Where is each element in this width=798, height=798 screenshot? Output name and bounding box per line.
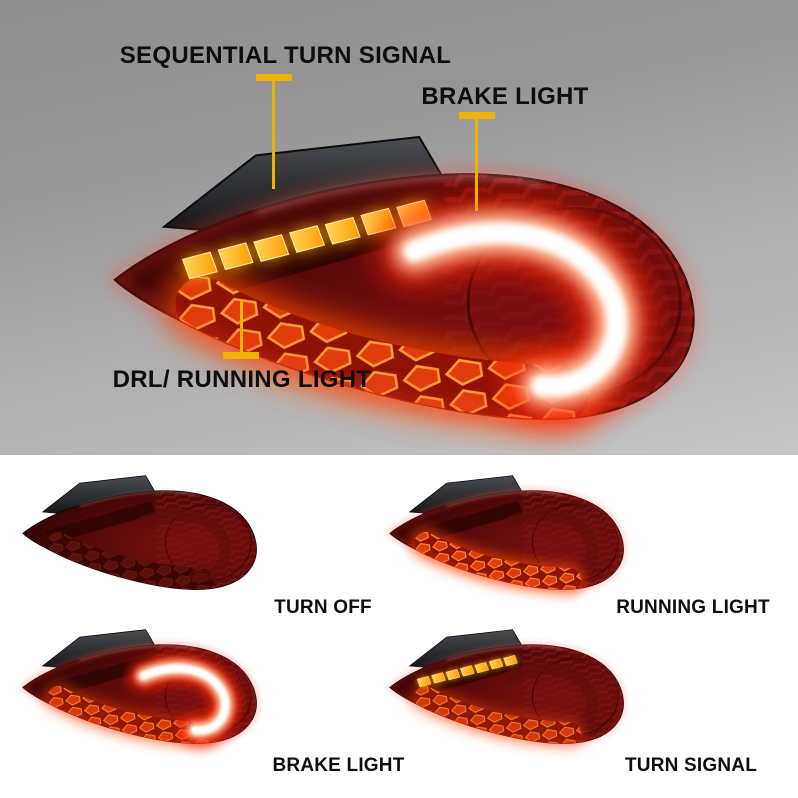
taillight-turn-signal: [385, 614, 632, 750]
callout-drl-running-light-label: DRL/ RUNNING LIGHT: [112, 366, 372, 393]
mode-label-turn-off: TURN OFF: [274, 597, 372, 618]
callout-sequential-bar: [256, 74, 292, 81]
callout-brake-bar: [459, 112, 495, 119]
callout-brake-line: [475, 119, 478, 211]
callout-drl-bar: [223, 352, 259, 359]
taillight-turn-off: [18, 460, 265, 596]
callout-drl-line: [240, 300, 243, 352]
taillight-running-light: [385, 460, 632, 596]
callout-sequential-line: [272, 81, 275, 189]
mode-label-running-light: RUNNING LIGHT: [616, 597, 770, 618]
mode-label-brake-light: BRAKE LIGHT: [272, 755, 405, 776]
taillight-brake-light: [18, 614, 265, 750]
modes-section: TURN OFF RUNNING LIGHT BRAKE LIGHT TURN …: [0, 455, 798, 798]
mode-label-turn-signal: TURN SIGNAL: [624, 755, 758, 776]
callout-sequential-turn-signal-label: SEQUENTIAL TURN SIGNAL: [119, 42, 452, 69]
callout-brake-light-label: BRAKE LIGHT: [421, 83, 589, 110]
hero-section: SEQUENTIAL TURN SIGNAL BRAKE LIGHT DRL/ …: [0, 0, 798, 455]
